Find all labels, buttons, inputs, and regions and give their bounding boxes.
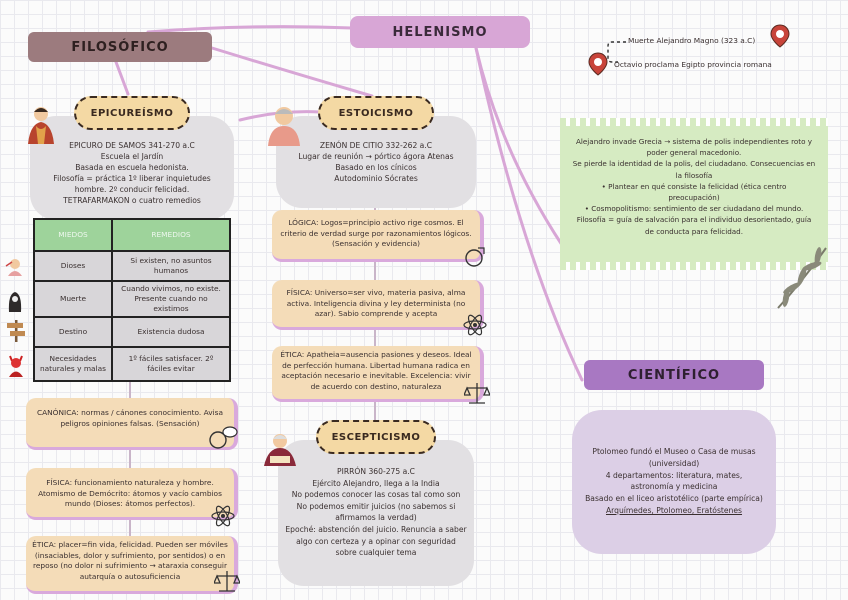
atom-icon (211, 505, 235, 527)
grim-reaper-icon (8, 292, 22, 312)
cientifico-title: CIENTÍFICO (584, 360, 764, 390)
estoicismo-panel (276, 116, 476, 208)
epicureismo-fisica-box: FÍSICA: funcionamiento naturaleza y homb… (26, 468, 238, 520)
devil-icon (9, 355, 23, 377)
escepticismo-label: ESCEPTICISMO (316, 420, 436, 454)
timeline: Muerte Alejandro Magno (323 a.C) Octavio… (588, 24, 838, 80)
scales-icon (214, 571, 240, 592)
olive-branch-icon (777, 247, 827, 309)
philosopher-icon (268, 107, 300, 146)
location-pin-icon (588, 52, 608, 76)
signpost-icon (7, 320, 25, 342)
thinking-head-icon (209, 426, 238, 449)
helenismo-title: HELENISMO (350, 16, 530, 48)
contexto-text: Alejandro invade Grecia → sistema de pol… (572, 137, 816, 236)
epicureismo-label: EPICUREÍSMO (74, 96, 190, 130)
epicureismo-panel (30, 116, 234, 220)
epicureismo-etica-box: ÉTICA: placer=fin vida, felicidad. Puede… (26, 536, 238, 594)
philosopher-icon (28, 107, 54, 144)
table-header: MIEDOS (33, 218, 113, 252)
scales-icon (464, 383, 490, 404)
atom-icon (463, 314, 487, 336)
philosopher-reading-icon (264, 434, 296, 466)
timeline-event-2: Octavio proclama Egipto provincia romana (614, 60, 772, 69)
canonica-box: CANÓNICA: normas / cánones conocimiento.… (26, 398, 238, 450)
timeline-event-1: Muerte Alejandro Magno (323 a.C) (628, 36, 756, 45)
contexto-box: Alejandro invade Grecia → sistema de pol… (560, 118, 828, 270)
estoicismo-fisica-box: FÍSICA: Universo=ser vivo, materia pasiv… (272, 280, 484, 330)
location-pin-icon (770, 24, 790, 48)
logica-box: LÓGICA: Logos=principio activo rige cosm… (272, 210, 484, 262)
escepticismo-panel (278, 440, 474, 586)
estoicismo-label: ESTOICISMO (318, 96, 434, 130)
table-header: REMEDIOS (111, 218, 231, 252)
cupid-icon (5, 259, 22, 276)
thinking-head-icon (465, 247, 485, 267)
cientifico-box (572, 410, 776, 554)
timeline-dashes (607, 41, 626, 63)
estoicismo-etica-box: ÉTICA: Apatheia=ausencia pasiones y dese… (272, 346, 484, 402)
filosofico-title: FILOSÓFICO (28, 32, 212, 62)
cientifico-text: Ptolomeo fundó el Museo o Casa de musas(… (585, 447, 763, 515)
